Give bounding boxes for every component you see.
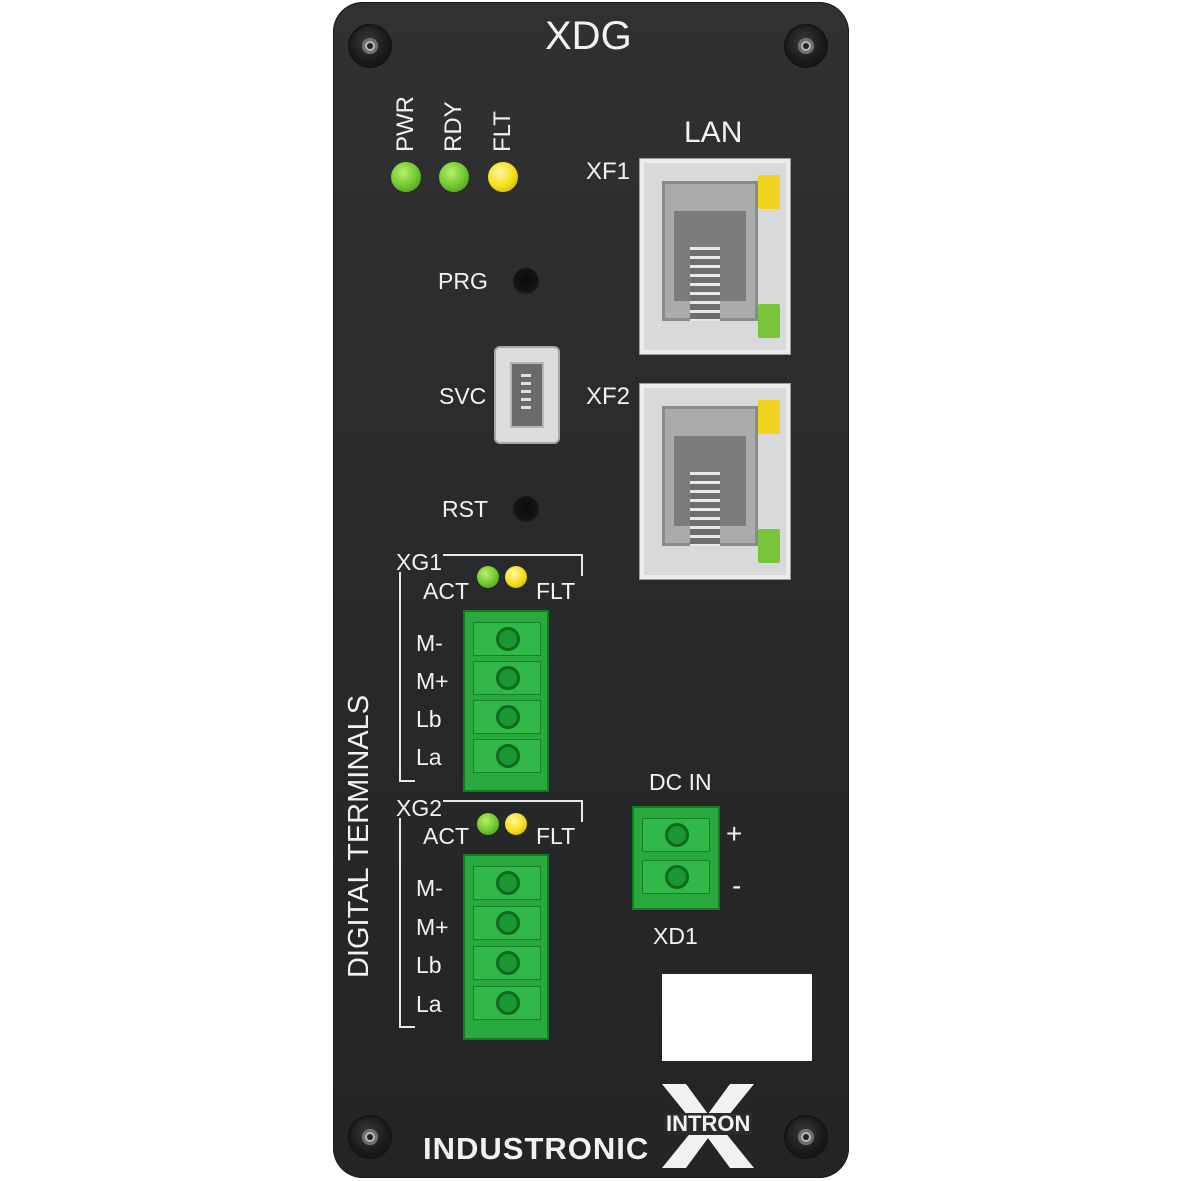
xg1-pin-label: M- [416, 630, 443, 656]
xg1-pin-label: Lb [416, 706, 442, 732]
xg2-flt-label: FLT [536, 823, 576, 849]
pwr-led-label: PWR [392, 96, 419, 152]
xg1-act-label: ACT [423, 578, 469, 604]
flt-led-label: FLT [489, 111, 516, 152]
terminal-screw-icon [496, 871, 520, 895]
xg1-bracket [399, 572, 415, 782]
xf1-activity-led-icon [758, 304, 780, 338]
prg-label: PRG [438, 268, 488, 294]
screw-top-right-icon [786, 26, 826, 66]
svc-label: SVC [439, 383, 487, 409]
xg1-label: XG1 [396, 549, 443, 575]
terminal-screw-icon [496, 744, 520, 768]
terminal-screw-icon [496, 951, 520, 975]
xg1-pin-label: La [416, 744, 442, 770]
terminal-screw-icon [496, 627, 520, 651]
xg1-act-led-icon [477, 566, 499, 588]
usb-socket-icon [510, 362, 544, 428]
screw-bottom-left-icon [350, 1117, 390, 1157]
dc-in-terminal-block[interactable] [632, 806, 720, 910]
rj45-socket-icon [662, 406, 758, 546]
svc-usb-port[interactable] [494, 346, 560, 444]
flt-led-icon [488, 162, 518, 192]
xf1-label: XF1 [586, 158, 631, 185]
prg-button[interactable] [513, 268, 539, 294]
screw-bottom-right-icon [786, 1117, 826, 1157]
xg2-bracket [399, 818, 415, 1028]
xf2-activity-led-icon [758, 529, 780, 563]
digital-terminals-title: DIGITAL TERMINALS [343, 694, 375, 978]
xg2-top-bracket [443, 800, 583, 822]
lan-port-xf2[interactable] [639, 383, 791, 580]
xg2-flt-led-icon [505, 813, 527, 835]
model-label: XDG [545, 14, 632, 58]
brand-name: INDUSTRONIC [423, 1131, 650, 1166]
xg2-pin-label: Lb [416, 952, 442, 978]
label-area [662, 974, 812, 1061]
xg2-pin-label: M+ [416, 914, 449, 940]
lan-title: LAN [684, 116, 743, 149]
xg1-terminal-block[interactable] [463, 610, 549, 792]
rst-button[interactable] [513, 496, 539, 522]
pwr-led-icon [391, 162, 421, 192]
dc-plus-label: + [726, 818, 743, 849]
rst-label: RST [442, 496, 488, 522]
lan-port-xf1[interactable] [639, 158, 791, 355]
xg2-pin-label: M- [416, 875, 443, 901]
terminal-screw-icon [496, 666, 520, 690]
xf2-link-led-icon [758, 400, 780, 434]
xg2-act-label: ACT [423, 823, 469, 849]
xg1-flt-label: FLT [536, 578, 576, 604]
xd1-label: XD1 [653, 923, 698, 949]
dc-in-label: DC IN [649, 769, 712, 795]
xg2-terminal-block[interactable] [463, 854, 549, 1040]
rj45-socket-icon [662, 181, 758, 321]
xf2-label: XF2 [586, 383, 631, 410]
dc-minus-label: - [732, 870, 742, 901]
xg2-label: XG2 [396, 795, 443, 821]
xg2-pin-label: La [416, 991, 442, 1017]
xg1-top-bracket [443, 554, 583, 576]
xg1-flt-led-icon [505, 566, 527, 588]
xg1-pin-label: M+ [416, 668, 449, 694]
terminal-screw-icon [665, 823, 689, 847]
terminal-screw-icon [496, 991, 520, 1015]
terminal-screw-icon [496, 911, 520, 935]
terminal-screw-icon [665, 865, 689, 889]
xf1-link-led-icon [758, 175, 780, 209]
screw-top-left-icon [350, 26, 390, 66]
logo-text: INTRON [664, 1111, 753, 1136]
xg2-act-led-icon [477, 813, 499, 835]
terminal-screw-icon [496, 705, 520, 729]
rdy-led-icon [439, 162, 469, 192]
rdy-led-label: RDY [440, 101, 467, 152]
